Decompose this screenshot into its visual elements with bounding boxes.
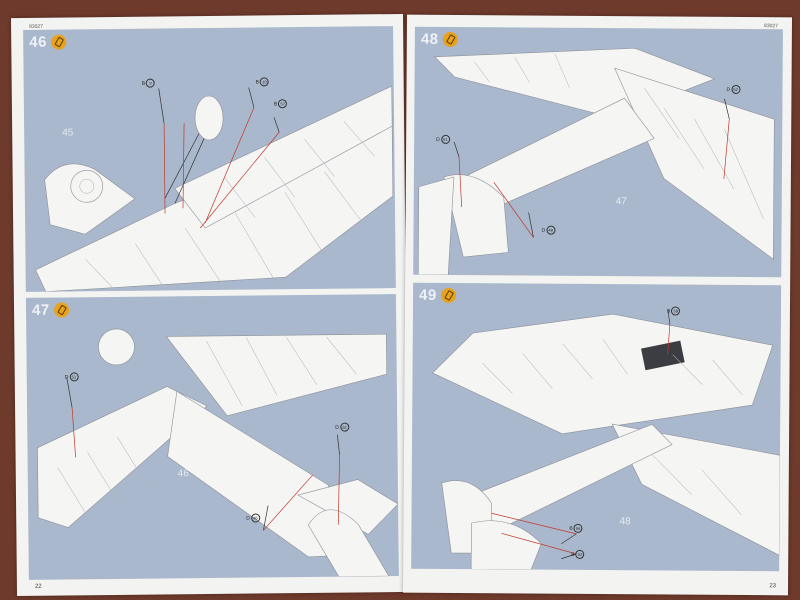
page-number: 22 bbox=[34, 583, 42, 590]
sub-assembly-label: 45 bbox=[62, 127, 74, 139]
step-48-drawing bbox=[417, 47, 775, 276]
step-46-drawing bbox=[35, 85, 394, 292]
step-49-drawing bbox=[432, 309, 781, 570]
page-number: 23 bbox=[769, 583, 777, 590]
sub-assembly-label: 47 bbox=[615, 196, 627, 208]
sub-assembly-label: 46 bbox=[177, 468, 189, 480]
sub-assembly-label: 48 bbox=[619, 516, 631, 528]
step-47-drawing bbox=[37, 328, 399, 577]
